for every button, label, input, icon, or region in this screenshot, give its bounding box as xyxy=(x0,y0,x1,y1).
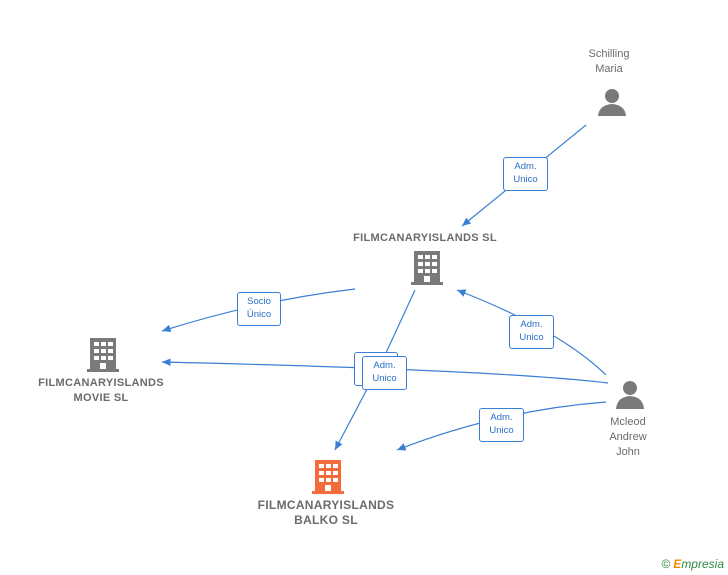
brand-name: mpresia xyxy=(681,557,724,571)
edge-label-schilling-adm-unico: Adm. Unico xyxy=(503,157,548,191)
copyright-icon: © xyxy=(661,557,671,571)
empresia-watermark: ©Empresia xyxy=(661,557,724,571)
node-label-filmcanaryislands-sl[interactable]: FILMCANARYISLANDS SL xyxy=(353,232,497,244)
node-label-schilling-maria[interactable]: Schilling Maria xyxy=(588,48,630,75)
person-icon xyxy=(598,89,626,116)
edge-label-sl-adm-unico-balko: Adm. Unico xyxy=(362,356,407,390)
building-icon xyxy=(87,338,119,372)
edge-label-mcleod-adm-unico-sl: Adm. Unico xyxy=(509,315,554,349)
node-label-mcleod-andrew-john[interactable]: Mcleod Andrew John xyxy=(609,416,647,458)
brand-initial: E xyxy=(673,557,682,571)
node-label-filmcanaryislands-balko-sl[interactable]: FILMCANARYISLANDS BALKO SL xyxy=(257,498,395,527)
building-icon xyxy=(312,460,344,494)
building-icon xyxy=(411,251,443,285)
node-label-filmcanaryislands-movie-sl[interactable]: FILMCANARYISLANDS MOVIE SL xyxy=(38,377,164,404)
edge-label-mcleod-adm-unico-balko: Adm. Unico xyxy=(479,408,524,442)
edge-mcleod-to-movie xyxy=(161,358,609,384)
edge-label-socio-unico: Socio Único xyxy=(237,292,281,326)
person-icon xyxy=(616,381,644,409)
